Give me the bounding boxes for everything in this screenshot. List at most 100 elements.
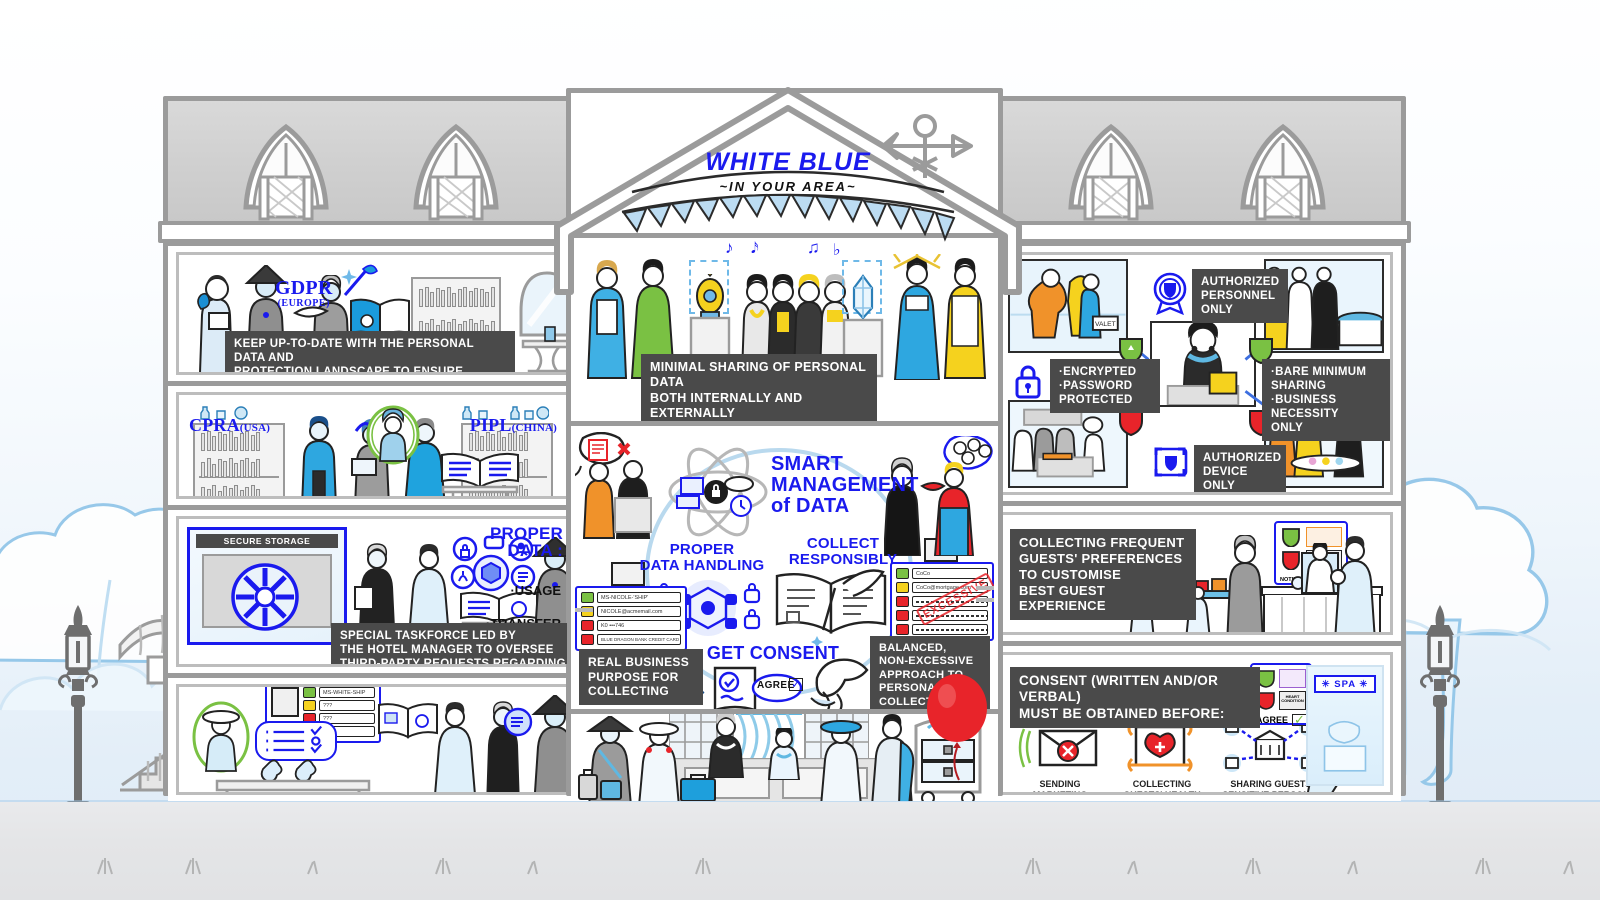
open-book-quill-icon	[775, 569, 887, 648]
request-row-value: MS-WHITE-SHIP	[319, 687, 375, 698]
figure-bellboy	[767, 728, 801, 780]
request-row-value: ???	[319, 713, 375, 724]
form-row-value: MS-NICOLE-'SHIP'	[597, 592, 681, 603]
caption-consent-required: CONSENT (WRITTEN AND/OR VERBAL) MUST BE …	[1010, 667, 1260, 729]
shield-badge-green-icon	[1249, 338, 1273, 365]
envelope-icon	[1018, 728, 1098, 768]
heading-collect-responsibly: COLLECT RESPONSIBLY	[788, 535, 898, 569]
room-consent: CONSENT (WRITTEN AND/OR VERBAL) MUST BE …	[999, 652, 1393, 795]
device-shield-icon	[1154, 447, 1188, 477]
figure-witch-with-list	[531, 695, 567, 792]
room-secure-storage: SECURE STORAGE	[176, 516, 570, 667]
guest-form-card: MS-NICOLE-'SHIP' NICOLE@acmemail.com K0 …	[575, 562, 687, 651]
dormer-window	[1235, 121, 1331, 225]
guest-request-card: MS-WHITE-SHIP ??? ??? ???	[265, 687, 381, 743]
agree-label: AGREE	[1256, 715, 1289, 726]
grass-tuft	[180, 852, 206, 878]
form-row-value: CoCo	[912, 568, 988, 579]
hotel-building-cutaway: GDPR (EUROPE)	[158, 87, 1411, 801]
figure-prince-blue	[586, 260, 628, 379]
consent-tag: HEART CONDITION	[1279, 691, 1306, 710]
figure-receptionist-left	[707, 714, 745, 778]
center-wing: ♪ 𝅘𝅥𝅯 ♫ ♭	[566, 88, 1003, 801]
consent-item-label: COLLECTING GUESTS' HEALTH INFORMATION	[1123, 779, 1201, 795]
form-row-value: K0 •••746	[597, 620, 681, 631]
open-book-icon	[378, 703, 438, 739]
caption-real-business-purpose: REAL BUSINESS PURPOSE for COLLECTING	[579, 649, 703, 705]
music-note-icon: ♪	[725, 238, 734, 257]
figure-guest-white-hat	[638, 722, 680, 801]
left-floor-concierge: MS-WHITE-SHIP ??? ??? ???	[168, 673, 578, 801]
right-floor-access-control: VALET	[991, 241, 1401, 501]
grass-tuft	[1340, 852, 1366, 878]
room-access-control: VALET	[999, 252, 1393, 495]
center-floor-lobby	[571, 709, 998, 801]
data-icon-cluster	[450, 535, 536, 592]
room-smart-management: SMART MANAGEMENT of DATA PROPER DATA HAN…	[575, 426, 994, 709]
spa-sign: ✳ SPA ✳	[1314, 675, 1376, 693]
luggage-trolley	[914, 717, 982, 801]
photo-kitchen-brigade	[1008, 400, 1128, 488]
figure-guest-at-desk-with-form	[575, 432, 652, 539]
oval-portrait-chef	[366, 405, 420, 465]
grass-tuft	[300, 852, 326, 878]
dormer-window	[1063, 121, 1159, 225]
heading-gdpr: GDPR (EUROPE)	[275, 277, 333, 309]
heading-smart-management: SMART MANAGEMENT of DATA	[771, 453, 919, 518]
grass-tuft	[1240, 852, 1266, 878]
banner-title-line2: ~IN YOUR AREA~	[719, 179, 857, 194]
banner-title-line1: WHITE BLUE	[705, 148, 871, 176]
caption-keep-up-to-date: KEEP UP-TO-DATE WITH THE PERSONAL DATA A…	[225, 331, 515, 372]
grass-tuft	[92, 852, 118, 878]
consent-popup[interactable]: HEART CONDITION AGREE ✓	[1250, 663, 1312, 727]
data-atom-icon	[668, 447, 768, 537]
list-bubble-icon	[503, 707, 533, 737]
vault-wheel-icon	[231, 563, 299, 631]
right-floor-preferences: COLLECTING FREQUENT GUESTS' PREFERENCES …	[991, 501, 1401, 641]
potion-bottles-icon	[462, 406, 549, 420]
secure-storage-label: SECURE STORAGE	[196, 534, 338, 548]
figure-lady-blue-gown	[404, 418, 446, 496]
dormer-window	[238, 121, 334, 225]
right-attic-roof	[991, 101, 1401, 229]
blue-suitcase	[680, 774, 716, 801]
agree-button-label[interactable]: AGREE	[757, 680, 795, 691]
checkbox-checked-icon[interactable]: ✓	[789, 677, 804, 691]
center-floor-gallery: ♪ 𝅘𝅥𝅯 ♫ ♭	[571, 233, 998, 421]
caption-bare-minimum-sharing: ·BARE MINIMUM SHARING ·BUSINESS NECESSIT…	[1262, 359, 1390, 442]
figure-king-gold-cloak	[943, 258, 987, 379]
rosette-shield-icon	[1153, 272, 1187, 315]
svg-text:VALET: VALET	[1095, 321, 1116, 328]
figure-server-with-teacup	[1330, 536, 1376, 632]
caption-authorized-personnel: AUTHORIZED PERSONNEL ONLY	[1192, 269, 1288, 324]
heading-get-consent: GET CONSENT	[706, 643, 840, 663]
left-floor-secure-storage: SECURE STORAGE	[168, 505, 578, 673]
left-attic-roof	[168, 101, 578, 229]
grass-tuft	[1556, 852, 1582, 878]
right-floor-consent: CONSENT (WRITTEN AND/OR VERBAL) MUST BE …	[991, 641, 1401, 801]
vault-panel: SECURE STORAGE	[187, 527, 347, 645]
table-with-squirrels	[215, 759, 371, 792]
open-book-lectern-icon	[441, 452, 519, 496]
room-gdpr: GDPR (EUROPE)	[176, 252, 570, 375]
hand-with-scroll	[810, 658, 869, 709]
potion-bottles-icon	[200, 406, 248, 420]
bunting-banner	[618, 140, 958, 250]
room-lobby	[575, 714, 994, 801]
music-note-icon: ♫	[807, 238, 820, 257]
caption-authorized-device: AUTHORIZED DEVICE ONLY	[1194, 445, 1286, 492]
right-attic-cornice	[981, 221, 1411, 243]
heading-proper-data: PROPER DATA :	[490, 524, 563, 560]
guest-avatar	[611, 562, 645, 586]
bookshelf	[193, 423, 285, 496]
left-floor-cpra-pipl: CPRA(USA) PIPL(CHINA)	[168, 381, 578, 505]
form-row-value: BLUE DRAGON BANK CREDIT CARD	[597, 634, 681, 645]
figure-nobleman-blue-coat	[301, 416, 337, 496]
caption-encrypted-password: ·ENCRYPTED ·PASSWORD PROTECTED	[1050, 359, 1160, 414]
shield-green-icon	[1282, 528, 1300, 547]
figure-lady-blue-hat	[820, 720, 862, 801]
oval-portrait-concierge	[192, 701, 250, 773]
caption-collecting-preferences: COLLECTING FREQUENT GUESTS' PREFERENCES …	[1010, 529, 1196, 621]
shield-red-icon	[1282, 551, 1300, 570]
